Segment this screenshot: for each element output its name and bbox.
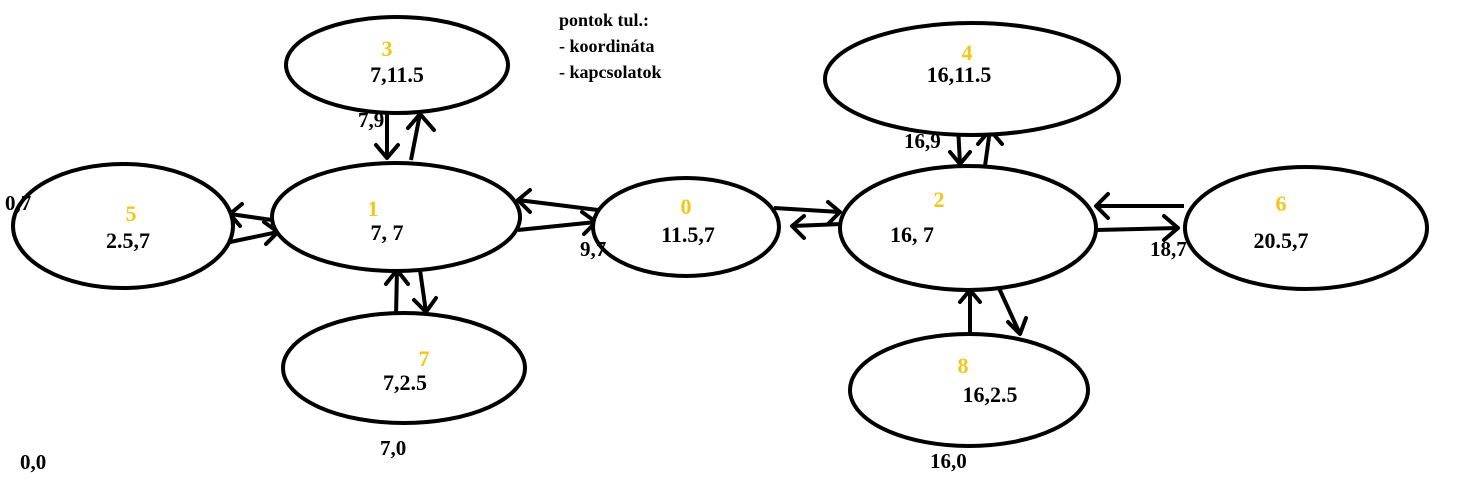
arrowhead-3 [406,112,436,132]
node-2-ellipse [838,164,1098,292]
node-7-ellipse [281,311,527,425]
arrowhead-2-right [1094,192,1110,220]
edge-0-to-2 [773,206,841,214]
annotation-16-9: 16,9 [904,129,941,153]
node-2-id: 2 [934,187,945,212]
node-1-coord: 7, 7 [371,220,404,245]
arrowhead-2-top [948,150,972,166]
node-1-ellipse [270,161,522,273]
node-8-id: 8 [958,353,969,378]
node-2: 2 16, 7 [838,164,1098,292]
node-1: 1 7, 7 [270,161,522,273]
node-4-coord: 16,11.5 [927,62,992,87]
arrowhead-0-right [790,214,806,240]
annotation-0-7: 0,7 [5,191,31,215]
edge-2-to-0 [791,222,843,228]
node-5-coord: 2.5,7 [106,228,150,253]
legend-line-coordinate: - koordináta [559,36,655,56]
node-6-id: 6 [1276,191,1287,216]
arrowhead-1-top [374,143,400,160]
node-4-ellipse [823,21,1121,137]
edge-1-to-3 [409,113,422,161]
node-7-coord: 7,2.5 [383,370,427,395]
node-6: 6 20.5,7 [1183,165,1429,291]
annotations: 0,7 7,9 9,7 16,9 18,7 7,0 16,0 0,0 [5,108,1187,474]
edge-5-to-1 [229,230,279,244]
legend-title: pontok tul.: [559,10,649,30]
legend-line-connections: - kapcsolatok [559,62,662,82]
annotation-7-9: 7,9 [358,108,384,132]
node-0: 0 11.5,7 [591,176,781,278]
edge-0-to-1 [517,198,599,212]
edge-1-to-7 [418,269,428,313]
node-5-id: 5 [126,201,137,226]
edge-2-to-8 [996,285,1022,335]
node-3-coord: 7,11.5 [370,62,424,87]
edge-1-to-5 [229,212,273,222]
arrowhead-8 [1006,316,1028,336]
annotation-18-7: 18,7 [1150,237,1187,261]
annotation-0-0: 0,0 [20,450,46,474]
edge-7-to-1 [394,269,399,317]
node-7-id: 7 [419,346,430,371]
node-5-ellipse [11,162,235,290]
edge-1-to-0 [517,220,597,232]
arrowhead-6 [1162,214,1180,242]
node-8: 8 16,2.5 [848,332,1090,448]
node-4-id: 4 [962,40,973,65]
edge-2-to-6 [1095,226,1179,232]
node-6-coord: 20.5,7 [1254,228,1309,253]
node-0-id: 0 [681,194,692,219]
node-8-ellipse [848,332,1090,448]
node-6-ellipse [1183,165,1429,291]
node-0-coord: 11.5,7 [661,222,715,247]
node-8-coord: 16,2.5 [963,382,1018,407]
node-2-coord: 16, 7 [890,222,934,247]
legend: pontok tul.: - koordináta - kapcsolatok [559,10,662,82]
node-3-ellipse [284,15,510,115]
annotation-7-0: 7,0 [380,436,406,460]
arrowhead-1-right [516,188,532,214]
node-1-id: 1 [368,196,379,221]
node-3-id: 3 [382,36,393,61]
node-5: 5 2.5,7 [11,162,235,290]
node-7: 7 7,2.5 [281,311,527,425]
node-3: 3 7,11.5 [284,15,510,115]
node-0-ellipse [591,176,781,278]
arrowhead-2-left [826,200,842,226]
annotation-16-0: 16,0 [930,449,967,473]
node-4: 4 16,11.5 [823,21,1121,137]
annotation-9-7: 9,7 [580,237,606,261]
